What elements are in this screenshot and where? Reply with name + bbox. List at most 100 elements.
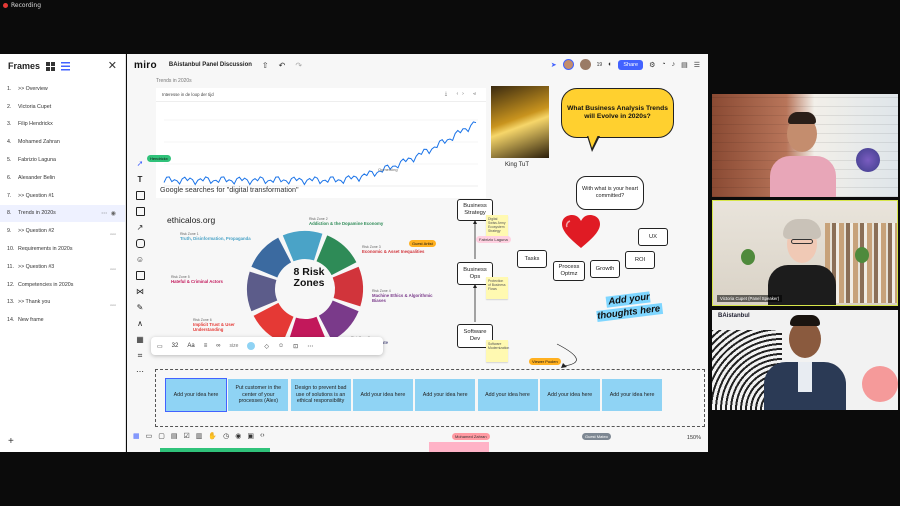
frame-item[interactable]: 12.Competencies in 2020s [0, 276, 125, 294]
lock-icon[interactable]: ⊡ [293, 343, 299, 350]
tag-icon[interactable]: ◇ [264, 343, 270, 350]
node-business-strategy[interactable]: Business Strategy [457, 199, 493, 221]
idea-sticky[interactable]: Add your idea here [165, 378, 227, 412]
avatar[interactable] [579, 59, 591, 70]
hidden-frame-icon[interactable]: ﹏ [109, 265, 117, 272]
sticky-note[interactable]: Digital Swiss Army Ecosystem Strategy [486, 215, 508, 237]
add-frame-icon[interactable]: + [8, 436, 14, 447]
node-roi[interactable]: ROI [625, 251, 655, 269]
frame-icon[interactable] [135, 271, 145, 280]
frame-item[interactable]: 9.>> Question #2﹏ [0, 222, 125, 240]
comments-icon[interactable]: ▭ [145, 433, 153, 440]
idea-sticky[interactable]: Add your idea here [415, 379, 476, 411]
idea-sticky[interactable]: Add your idea here [477, 379, 538, 411]
idea-sticky[interactable]: Add your idea here [602, 379, 663, 411]
zoom-level[interactable]: 150% [686, 435, 701, 441]
expand-icon[interactable]: ‹› [259, 432, 265, 439]
idea-sticky[interactable]: Design to prevent bad use of solutions i… [290, 379, 351, 411]
frames-toggle-icon[interactable]: ▦ [133, 433, 140, 440]
notifications-icon[interactable]: ♪ [671, 61, 676, 68]
avatar[interactable] [562, 59, 574, 70]
node-growth[interactable]: Growth [590, 260, 620, 278]
frame-item[interactable]: 4.Mohamed Zahran [0, 133, 125, 151]
frame-item[interactable]: 13.>> Thank you﹏ [0, 294, 125, 312]
frame-item[interactable]: 5.Fabrizio Laguna [0, 151, 125, 169]
notes-icon[interactable]: ▤ [681, 61, 688, 69]
grid-view-icon[interactable] [46, 61, 56, 71]
emoji-react-icon[interactable]: ☺ [278, 343, 285, 349]
sticky-note[interactable]: Software Modernization [486, 340, 509, 362]
more-icon[interactable]: ⋯ [136, 367, 144, 376]
undo-icon[interactable]: ↶ [278, 60, 286, 70]
list-view-icon[interactable] [61, 61, 71, 71]
node-business-ops[interactable]: Business Ops [457, 262, 493, 285]
hidden-frame-icon[interactable]: ﹏ [109, 300, 117, 307]
size-label[interactable]: size [229, 343, 239, 349]
mindmap-icon[interactable]: ⋈ [136, 287, 144, 296]
frame-item[interactable]: 6.Alexander Belin [0, 169, 125, 187]
cards-icon[interactable]: ▥ [195, 433, 203, 440]
frame-item[interactable]: 1.>> Overview [0, 80, 125, 98]
comment-icon[interactable] [135, 239, 145, 248]
screen-icon[interactable]: ▣ [247, 433, 254, 440]
video-tile-1[interactable] [712, 94, 898, 197]
sticky-note-icon[interactable] [135, 191, 145, 200]
video-tile-3[interactable]: BAistanbul [712, 310, 898, 410]
video-call-icon[interactable]: ◐ [608, 61, 613, 68]
font-label[interactable]: Aa [187, 343, 195, 349]
frame-item[interactable]: 14.New frame [0, 311, 125, 329]
export-icon[interactable]: ⇧ [261, 60, 269, 70]
frame-item[interactable]: 3.Filip Hendrickx [0, 116, 125, 134]
video-tile-2[interactable]: Victoria Cupet (Panel Speaker) [712, 200, 898, 306]
node-process[interactable]: Process Optmz [553, 261, 585, 281]
heart-question-shape[interactable]: With what is your heart committed? [576, 176, 644, 210]
chat-icon[interactable]: ▢ [158, 433, 165, 440]
cursor-icon[interactable]: ➤ [550, 61, 557, 69]
align-icon[interactable]: ≡ [203, 343, 208, 349]
voting-icon[interactable]: ☑ [183, 433, 190, 440]
crop-icon[interactable]: ⌗ [137, 351, 143, 360]
hidden-frame-icon[interactable]: ﹏ [109, 229, 117, 236]
link-icon[interactable]: ∞ [216, 343, 221, 349]
list-icon[interactable]: ☰ [693, 61, 700, 69]
more-options-icon[interactable]: ⋯ [307, 343, 314, 350]
miro-board[interactable]: miro BAistanbul Panel Discussion ⇧ ↶ ↷ ➤… [127, 54, 708, 452]
idea-sticky[interactable]: Add your idea here [352, 379, 413, 411]
close-icon[interactable]: ✕ [107, 60, 117, 72]
upload-icon[interactable]: ∧ [137, 319, 143, 328]
shape-icon[interactable] [135, 207, 145, 216]
question-bubble[interactable]: What Business Analysis Trends will Evolv… [561, 88, 674, 138]
miro-logo[interactable]: miro [134, 59, 157, 71]
node-software-dev[interactable]: Software Dev [457, 324, 493, 348]
frame-item[interactable]: 11.>> Question #3﹏ [0, 258, 125, 276]
idea-sticky[interactable]: Put customer in the center of your proce… [228, 379, 289, 411]
select-icon[interactable]: ➚ [136, 159, 144, 168]
record-icon[interactable]: ◉ [235, 433, 242, 440]
idea-sticky[interactable]: Add your idea here [539, 379, 600, 411]
settings-icon[interactable]: ⚙ [649, 61, 656, 69]
redo-icon[interactable]: ↷ [295, 60, 303, 70]
king-tut-image[interactable] [491, 86, 549, 158]
node-ux[interactable]: UX [638, 228, 668, 246]
font-size[interactable]: 32 [171, 343, 179, 349]
node-tasks[interactable]: Tasks [517, 250, 547, 268]
frame-item[interactable]: 2.Victoria Cupet [0, 98, 125, 116]
frame-actions-icon[interactable]: ⋯ ◉ [101, 210, 117, 217]
table-icon[interactable]: ▦ [136, 335, 144, 344]
frame-item[interactable]: 10.Requirements in 2020s [0, 240, 125, 258]
color-picker[interactable] [247, 342, 256, 350]
board-list-icon[interactable]: ▤ [170, 433, 178, 440]
reactions-icon[interactable]: ✋ [208, 433, 218, 440]
pen-icon[interactable]: ✎ [136, 303, 144, 312]
frame-item[interactable]: 7.>> Question #1 [0, 187, 125, 205]
sticky-type-icon[interactable]: ▭ [157, 343, 163, 350]
frame-item[interactable]: 8.Trends in 2020s⋯ ◉ [0, 204, 125, 223]
emoji-icon[interactable]: ☺ [135, 255, 145, 264]
timer-tool-icon[interactable]: ◷ [223, 433, 230, 440]
timer-icon[interactable]: ◔ [661, 61, 666, 68]
text-icon[interactable]: T [137, 175, 143, 184]
trends-actions-icon[interactable]: ⤓ ‹› ⋖ [444, 91, 480, 97]
pink-sticky-peek[interactable] [429, 442, 489, 452]
trends-chart-card[interactable]: Interesse in de loop der tijd ⤓ ‹› ⋖ Opm… [156, 88, 486, 198]
